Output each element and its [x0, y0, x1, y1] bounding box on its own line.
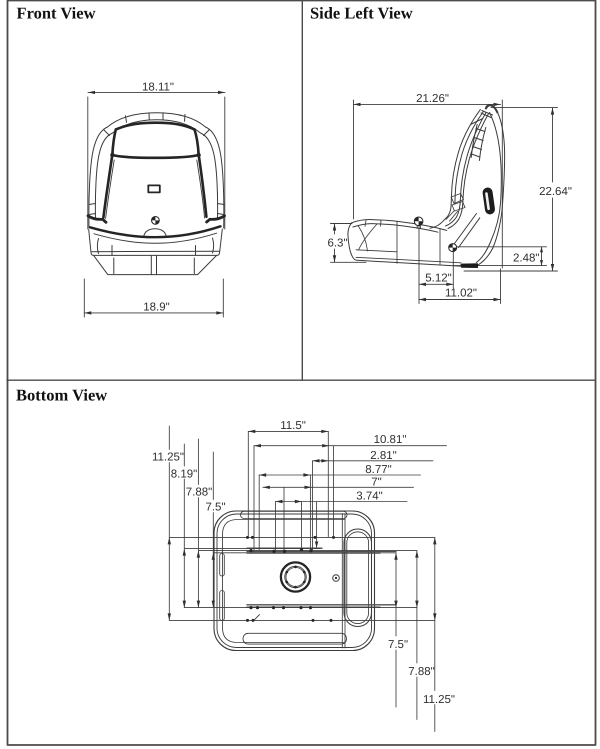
svg-text:21.26": 21.26" — [416, 93, 449, 105]
svg-text:6.3": 6.3" — [327, 238, 347, 250]
svg-text:8.19": 8.19" — [171, 469, 197, 481]
svg-text:Front View: Front View — [17, 3, 96, 22]
svg-text:18.9": 18.9" — [143, 302, 169, 314]
svg-text:22.64": 22.64" — [539, 186, 572, 198]
svg-text:11.02": 11.02" — [445, 288, 477, 300]
svg-text:7.88": 7.88" — [186, 487, 212, 499]
svg-text:8.77": 8.77" — [365, 464, 391, 476]
svg-text:11.25": 11.25" — [152, 452, 184, 464]
svg-text:2.48": 2.48" — [513, 253, 539, 265]
svg-text:3.74": 3.74" — [356, 491, 382, 503]
svg-text:2.81": 2.81" — [370, 450, 396, 462]
svg-text:7.5": 7.5" — [388, 639, 408, 651]
svg-text:7": 7" — [371, 476, 381, 488]
svg-text:7.5": 7.5" — [205, 501, 225, 513]
svg-text:Bottom View: Bottom View — [16, 386, 107, 405]
svg-text:11.25": 11.25" — [423, 694, 455, 706]
svg-text:10.81": 10.81" — [374, 434, 407, 446]
svg-text:5.12": 5.12" — [425, 273, 451, 285]
svg-text:11.5": 11.5" — [280, 420, 306, 432]
svg-text:7.88": 7.88" — [408, 666, 434, 678]
svg-text:18.11": 18.11" — [142, 81, 174, 93]
svg-text:Side Left View: Side Left View — [310, 3, 413, 22]
